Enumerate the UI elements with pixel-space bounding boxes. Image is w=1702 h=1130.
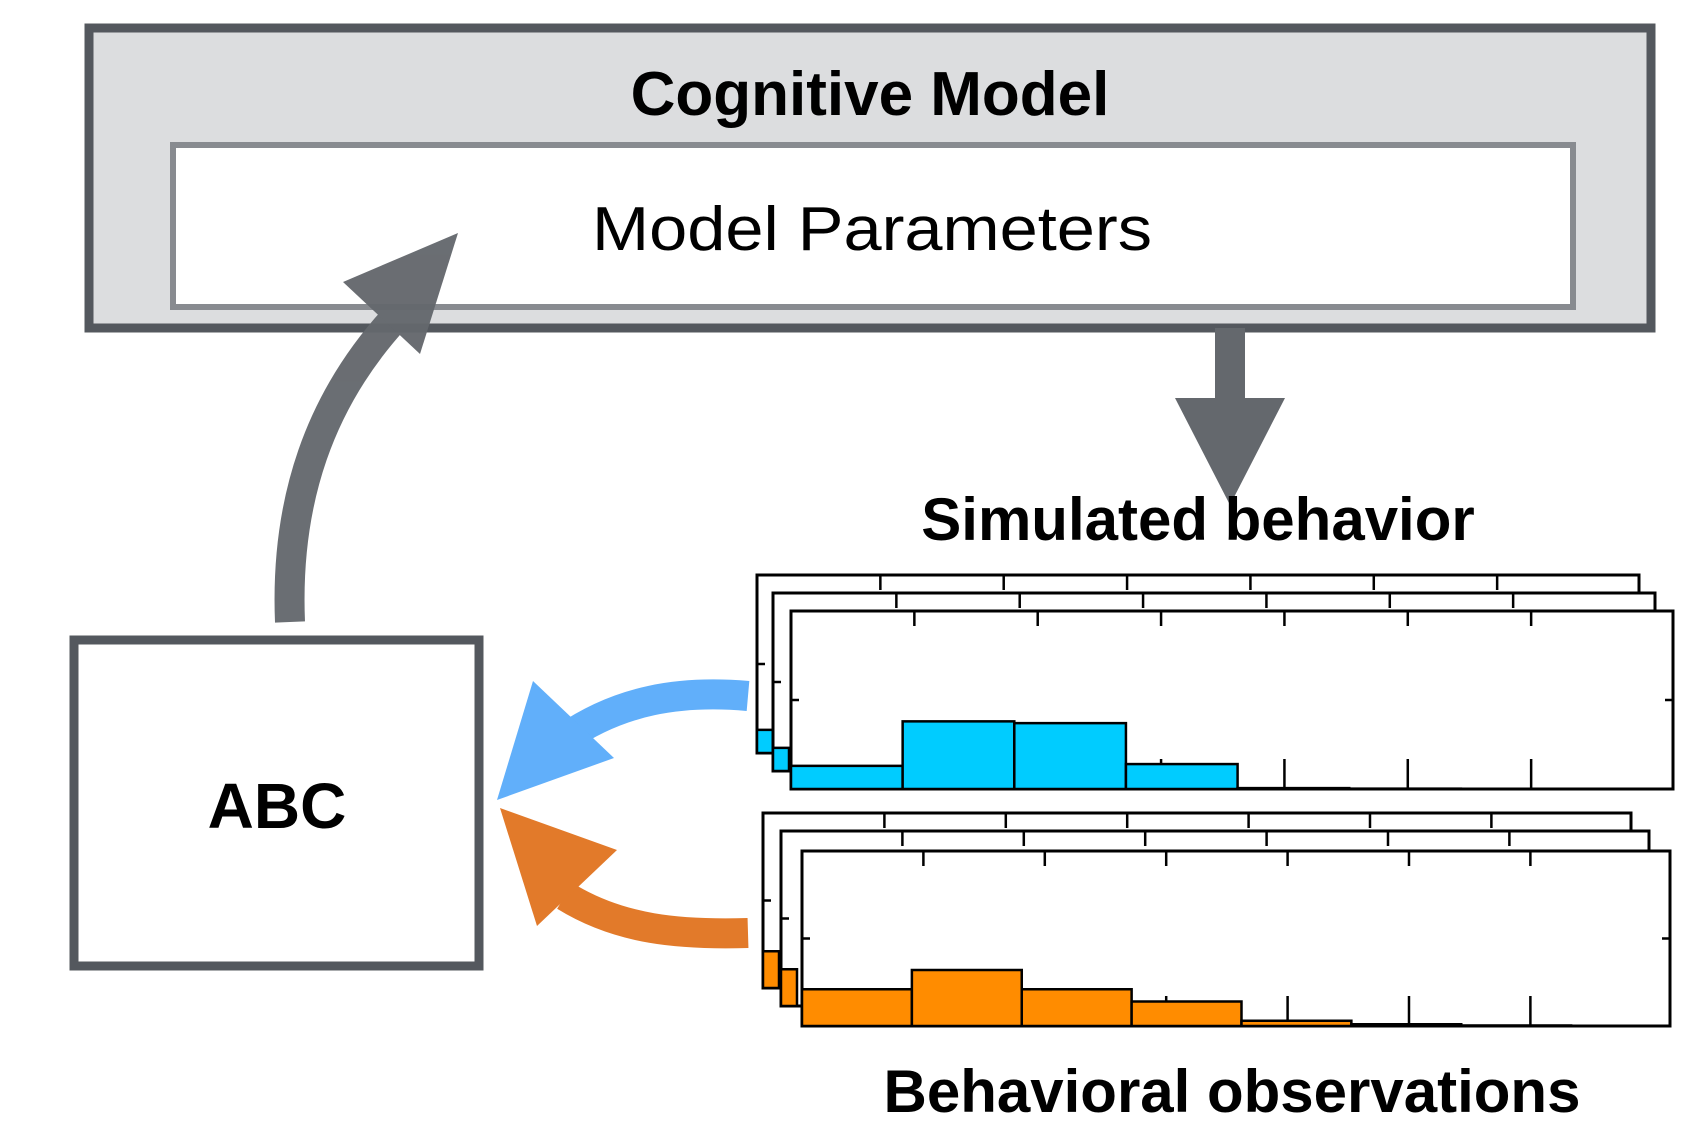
simulated-bar [789, 764, 904, 791]
simulate-arrow-shaft [1215, 328, 1245, 400]
orange-arrow-head [500, 808, 617, 926]
observed-bar [1459, 1024, 1573, 1028]
simulated-bar [1013, 721, 1128, 791]
simulated-histogram-stack [755, 573, 1675, 791]
observed-bar [761, 950, 781, 990]
abc-frame [69, 635, 484, 971]
blue-arrow-head [497, 681, 614, 800]
simulated-bar [901, 720, 1016, 791]
observed-bar [910, 968, 1023, 1028]
simulated-behavior-label: Simulated behavior [921, 486, 1474, 553]
observed-histogram-stack [761, 811, 1672, 1028]
simulated-bar [755, 728, 775, 755]
observed-panel-3 [800, 849, 1672, 1028]
simulated-bar [1236, 786, 1351, 791]
observed-bar [800, 988, 914, 1028]
observed-bar [779, 968, 799, 1008]
simulate-arrow-head [1175, 398, 1285, 505]
observed-to-abc-arrow [500, 808, 749, 949]
simulate-arrow [1175, 328, 1285, 505]
observed-bar [1240, 1019, 1353, 1028]
simulated-bar [771, 746, 791, 773]
simulated-panel-3 [789, 609, 1675, 791]
update-arrow-shaft [274, 307, 407, 623]
simulated-to-abc-arrow [497, 679, 750, 800]
abc-label: ABC [208, 770, 347, 842]
update-arrow-head [343, 233, 458, 354]
simulated-bar [1124, 762, 1239, 791]
orange-arrow-shaft [557, 883, 749, 949]
behavioral-observations-label: Behavioral observations [884, 1058, 1581, 1125]
observed-bar [1020, 988, 1133, 1028]
observed-bar [1130, 1000, 1243, 1028]
observed-bar [1350, 1023, 1463, 1028]
blue-arrow-shaft [556, 679, 750, 751]
cognitive-model-title: Cognitive Model [631, 60, 1110, 129]
cognitive-model-box: Cognitive Model Model Parameters [84, 23, 1656, 333]
update-parameters-arrow [274, 233, 458, 623]
abc-box: ABC [69, 635, 484, 971]
model-parameters-label: Model Parameters [592, 195, 1152, 264]
